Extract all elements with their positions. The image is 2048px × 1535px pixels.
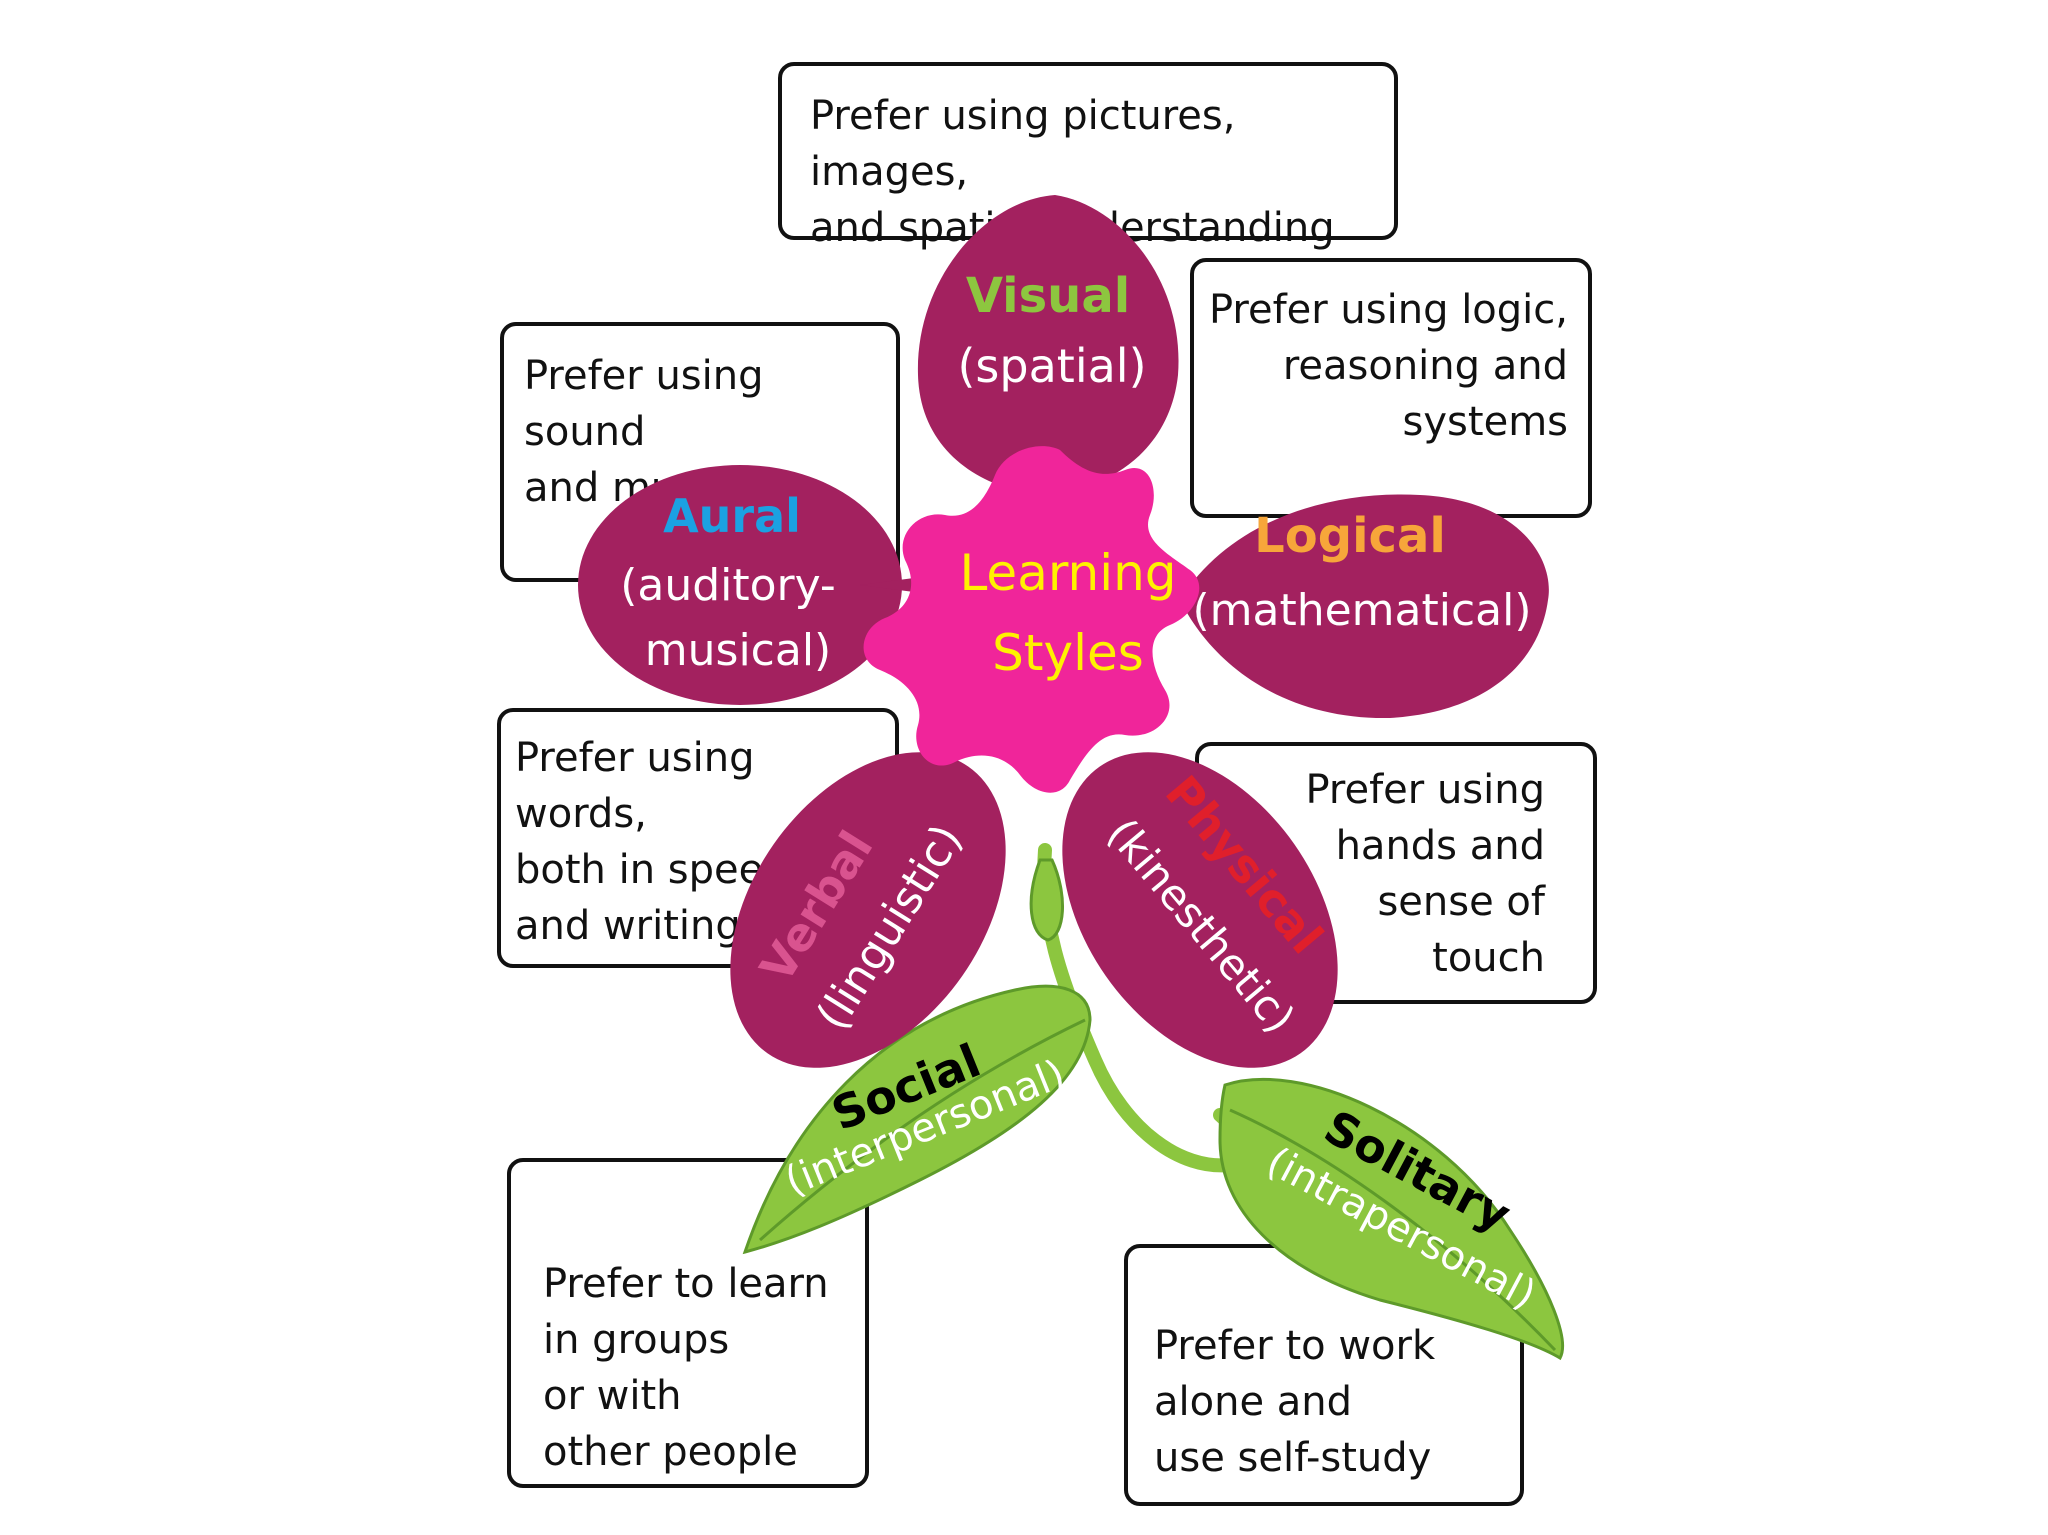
stem-tip [1029, 858, 1064, 942]
visual-petal [917, 195, 1179, 495]
logical-petal [1180, 494, 1549, 719]
verbal-petal [730, 752, 1006, 1068]
logical-description-box: Prefer using logic, reasoning and system… [1190, 258, 1592, 518]
logical-title: Logical [1254, 508, 1446, 564]
aural-title: Aural [663, 489, 801, 543]
center-flower [863, 446, 1200, 793]
visual-title: Visual [966, 268, 1130, 324]
center-label-line1: Learning [959, 544, 1176, 602]
visual-subtitle: (spatial) [957, 339, 1146, 393]
social-description-box: Prefer to learn in groups or with other … [507, 1158, 869, 1488]
physical-petal [1062, 752, 1338, 1068]
physical-description-text: Prefer using hands and sense of touch [1305, 767, 1546, 981]
aural-subtitle-line1: (auditory- [620, 560, 836, 611]
social-description-text: Prefer to learn in groups or with other … [543, 1261, 829, 1475]
solitary-description-text: Prefer to work alone and use self-study [1154, 1323, 1436, 1481]
aural-petal [578, 465, 902, 705]
solitary-leaf-vein [1229, 1108, 1557, 1352]
aural-subtitle-line2: musical) [645, 625, 831, 676]
social-leaf [742, 984, 1092, 1255]
center-label-line2: Styles [992, 624, 1144, 682]
logical-subtitle: (mathematical) [1192, 585, 1531, 636]
social-leaf-vein [759, 1018, 1086, 1242]
logical-description-text: Prefer using logic, reasoning and system… [1208, 287, 1568, 445]
